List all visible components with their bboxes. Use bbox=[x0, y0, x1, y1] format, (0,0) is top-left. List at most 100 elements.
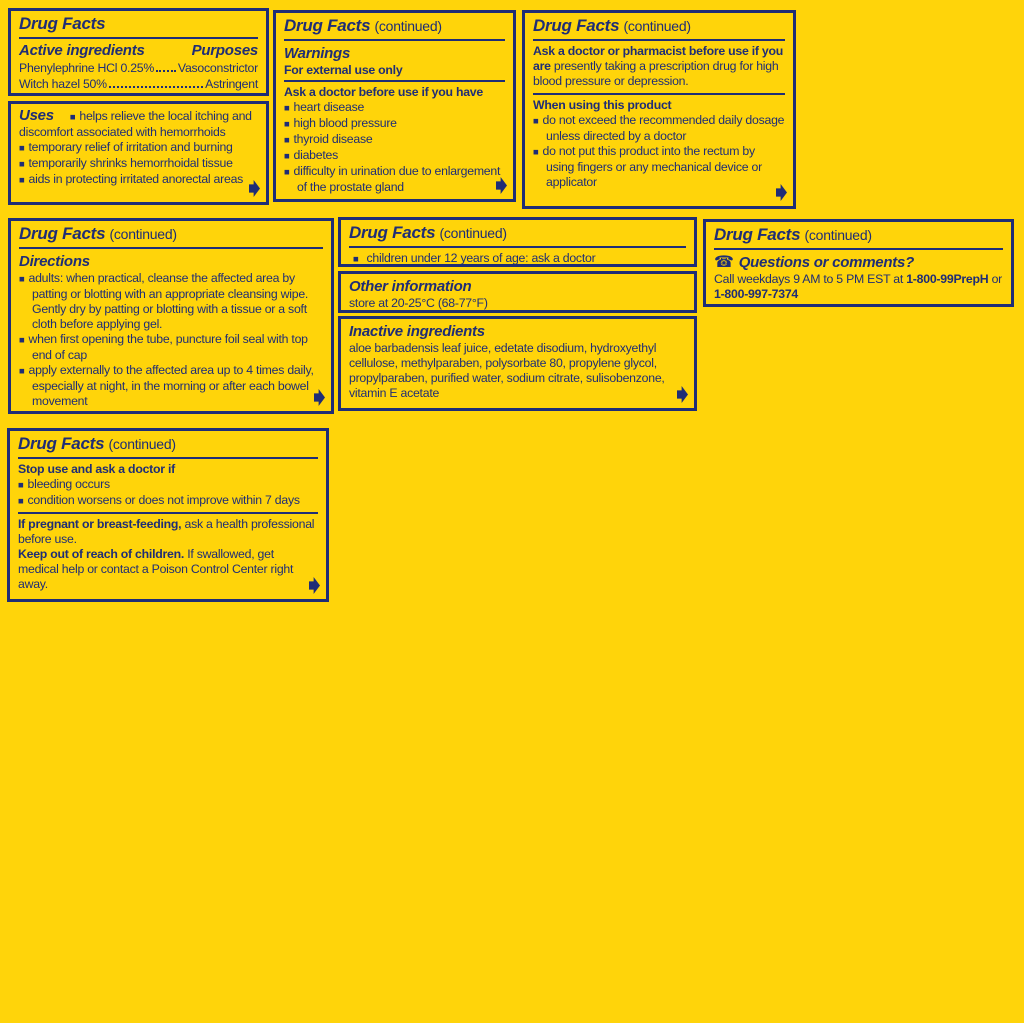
bullet-item: ■difficulty in urination due to enlargem… bbox=[284, 164, 505, 195]
bullet-item: ■thyroid disease bbox=[284, 132, 505, 148]
continue-arrow-icon bbox=[776, 184, 787, 201]
continue-arrow-icon bbox=[309, 577, 320, 594]
drug-facts-title: Drug Facts bbox=[714, 225, 801, 244]
directions-heading: Directions bbox=[19, 253, 90, 270]
continued-label: (continued) bbox=[109, 226, 178, 242]
when-using-heading: When using this product bbox=[533, 98, 672, 112]
panel-other-information: Other information store at 20-25°C (68-7… bbox=[338, 271, 697, 313]
section-rule bbox=[284, 39, 505, 41]
continue-arrow-icon bbox=[496, 177, 507, 194]
ingredient-name: Phenylephrine HCl 0.25% bbox=[19, 61, 155, 75]
continue-arrow-icon bbox=[314, 389, 325, 406]
ingredients-header-row: Active ingredients Purposes bbox=[19, 42, 258, 60]
or-text: or bbox=[988, 272, 1003, 286]
bullet-icon: ■ bbox=[19, 335, 25, 346]
warnings-heading: Warnings bbox=[284, 45, 351, 62]
uses-lead-text: helps relieve the local itching and disc… bbox=[19, 109, 252, 139]
bullet-text: apply externally to the affected area up… bbox=[28, 363, 314, 408]
storage-text: store at 20-25°C (68-77°F) bbox=[349, 296, 488, 310]
bullet-icon: ■ bbox=[353, 254, 359, 265]
call-prefix: Call weekdays 9 AM to 5 PM EST at bbox=[714, 272, 907, 286]
drug-facts-title: Drug Facts bbox=[284, 16, 371, 35]
section-rule bbox=[533, 39, 785, 41]
uses-lead: Uses■helps relieve the local itching and… bbox=[19, 107, 258, 140]
continued-label: (continued) bbox=[623, 18, 692, 34]
ask-doctor-heading: Ask a doctor before use if you have bbox=[284, 85, 483, 99]
bullet-text: children under 12 years of age: ask a do… bbox=[366, 251, 596, 265]
pharmacist-advisory-text: Ask a doctor or pharmacist before use if… bbox=[533, 44, 785, 89]
active-ingredients-heading: Active ingredients bbox=[19, 42, 145, 59]
stop-use-heading: Stop use and ask a doctor if bbox=[18, 462, 175, 476]
bullet-item: ■temporary relief of irritation and burn… bbox=[19, 140, 258, 156]
bullet-text: adults: when practical, cleanse the affe… bbox=[28, 271, 309, 331]
bullet-item: ■when first opening the tube, puncture f… bbox=[19, 332, 323, 363]
bullet-text: when first opening the tube, puncture fo… bbox=[28, 332, 309, 362]
pregnant-warning-text: If pregnant or breast-feeding, ask a hea… bbox=[18, 517, 318, 547]
section-rule bbox=[19, 37, 258, 39]
drug-facts-title: Drug Facts bbox=[19, 14, 106, 33]
bullet-text: temporarily shrinks hemorrhoidal tissue bbox=[28, 156, 233, 170]
panel-title: Drug Facts (continued) bbox=[349, 223, 686, 244]
panel-title: Drug Facts (continued) bbox=[533, 16, 785, 37]
continued-label: (continued) bbox=[374, 18, 443, 34]
bullet-text: difficulty in urination due to enlargeme… bbox=[293, 164, 501, 194]
panel-title: Drug Facts (continued) bbox=[284, 16, 505, 37]
phone-number-2: 1-800-997-7374 bbox=[714, 287, 799, 301]
questions-heading-row: ☎Questions or comments? bbox=[714, 253, 1003, 272]
section-rule bbox=[714, 248, 1003, 250]
panel-title: Drug Facts (continued) bbox=[18, 434, 318, 455]
bullet-icon: ■ bbox=[18, 480, 24, 491]
bullet-text: temporary relief of irritation and burni… bbox=[28, 140, 233, 154]
panel-pharmacist-advisory: Drug Facts (continued) Ask a doctor or p… bbox=[522, 10, 796, 209]
bullet-item: ■bleeding occurs bbox=[18, 477, 318, 493]
ingredient-row: Phenylephrine HCl 0.25% Vasoconstrictor bbox=[19, 60, 258, 76]
inactive-ingredients-text: aloe barbadensis leaf juice, edetate dis… bbox=[349, 341, 665, 400]
advisory-rest: presently taking a prescription drug for… bbox=[533, 59, 779, 88]
continued-label: (continued) bbox=[439, 225, 508, 241]
bullet-text: do not put this product into the rectum … bbox=[542, 144, 763, 189]
bullet-text: aids in protecting irritated anorectal a… bbox=[28, 172, 244, 186]
panel-stop-use: Drug Facts (continued) Stop use and ask … bbox=[7, 428, 329, 602]
bullet-item: ■do not put this product into the rectum… bbox=[533, 144, 785, 190]
drug-facts-title: Drug Facts bbox=[349, 223, 436, 242]
pregnant-rest: ask a health professional before use. bbox=[18, 517, 315, 546]
section-rule bbox=[18, 457, 318, 459]
drug-facts-title: Drug Facts bbox=[18, 434, 105, 453]
purposes-heading: Purposes bbox=[191, 42, 259, 59]
ingredient-purpose: Astringent bbox=[205, 77, 258, 91]
bullet-icon: ■ bbox=[19, 366, 25, 377]
continued-label: (continued) bbox=[108, 436, 177, 452]
bullet-icon: ■ bbox=[284, 167, 290, 178]
bullet-text: condition worsens or does not improve wi… bbox=[27, 493, 301, 507]
bullet-icon: ■ bbox=[19, 274, 25, 285]
bullet-text: thyroid disease bbox=[293, 132, 373, 146]
ingredient-purpose: Vasoconstrictor bbox=[177, 61, 258, 75]
inactive-ingredients-heading: Inactive ingredients bbox=[349, 323, 485, 340]
bullet-item: ■apply externally to the affected area u… bbox=[19, 363, 323, 409]
bullet-icon: ■ bbox=[533, 116, 539, 127]
dot-leader bbox=[156, 70, 176, 72]
uses-heading: Uses bbox=[19, 107, 54, 124]
bullet-icon: ■ bbox=[19, 143, 25, 154]
panel-title: Drug Facts bbox=[19, 14, 258, 35]
bullet-icon: ■ bbox=[19, 175, 25, 186]
bullet-icon: ■ bbox=[533, 147, 539, 158]
panel-inactive-ingredients: Inactive ingredients aloe barbadensis le… bbox=[338, 316, 697, 411]
panel-children-under-12: Drug Facts (continued) ■ children under 1… bbox=[338, 217, 697, 267]
bullet-icon: ■ bbox=[284, 135, 290, 146]
call-info-text: Call weekdays 9 AM to 5 PM EST at 1-800-… bbox=[714, 272, 1003, 302]
bullet-item: ■aids in protecting irritated anorectal … bbox=[19, 172, 258, 188]
dot-leader bbox=[108, 86, 204, 88]
section-rule bbox=[533, 93, 785, 95]
continue-arrow-icon bbox=[249, 180, 260, 197]
drug-facts-title: Drug Facts bbox=[19, 224, 106, 243]
keep-out-rest: If swallowed, get medical help or contac… bbox=[18, 547, 294, 591]
drug-facts-title: Drug Facts bbox=[533, 16, 620, 35]
questions-heading: Questions or comments? bbox=[738, 254, 915, 271]
panel-directions: Drug Facts (continued) Directions ■adult… bbox=[8, 218, 334, 414]
bullet-item: ■diabetes bbox=[284, 148, 505, 164]
panel-title: Drug Facts (continued) bbox=[19, 224, 323, 245]
continued-label: (continued) bbox=[804, 227, 873, 243]
section-rule bbox=[284, 80, 505, 82]
